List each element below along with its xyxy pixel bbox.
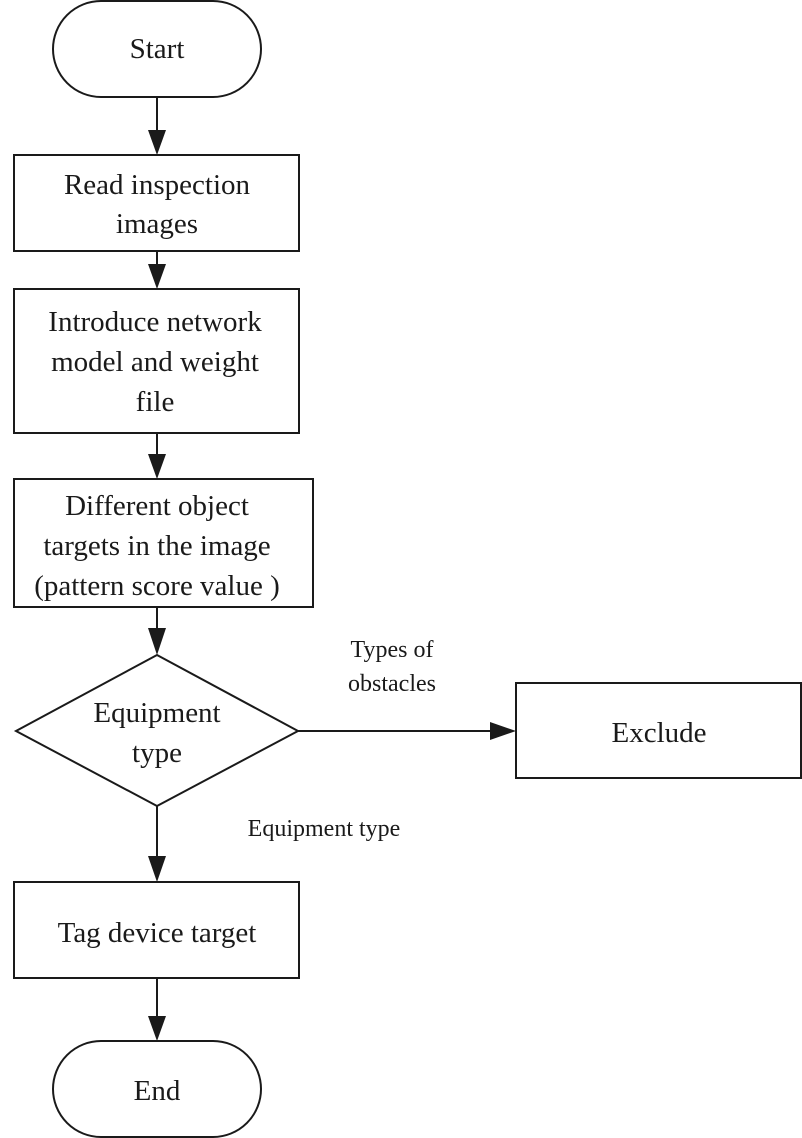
start-terminator <box>52 0 262 98</box>
detect-targets-label-line-3: (pattern score value ) <box>34 570 280 602</box>
decision-label-line-1: Equipment <box>93 697 220 729</box>
read-images-label-line-2: images <box>116 208 198 240</box>
edge-labels: Types of obstacles Equipment type <box>248 637 436 842</box>
arrowhead-detect-to-decision <box>148 628 166 655</box>
introduce-model-label-line-1: Introduce network <box>48 306 262 338</box>
decision-label-line-2: type <box>132 737 182 769</box>
read-images-label-line-1: Read inspection <box>64 169 251 201</box>
end-terminator <box>52 1040 262 1138</box>
tag-device-box <box>13 881 300 979</box>
decision-diamond <box>13 653 301 808</box>
arrowhead-decision-to-exclude <box>490 722 516 740</box>
arrowhead-read-to-introduce <box>148 264 166 289</box>
arrowhead-start-to-read <box>148 130 166 155</box>
obstacles-edge-label-line-1: Types of <box>351 637 434 663</box>
introduce-model-label-line-2: model and weight <box>51 346 259 378</box>
detect-targets-box <box>13 478 314 608</box>
connectors <box>148 97 516 1041</box>
start-label: Start <box>130 33 185 65</box>
equipment-type-decision: Equipment type <box>13 653 301 808</box>
tag-device-node: Tag device target <box>13 881 300 979</box>
arrowhead-decision-to-tag <box>148 856 166 882</box>
equipment-edge-label: Equipment type <box>248 816 401 842</box>
read-images-node: Read inspection images <box>13 154 300 252</box>
end-label: End <box>134 1075 181 1107</box>
obstacles-edge-label-line-2: obstacles <box>348 671 436 697</box>
exclude-box <box>515 682 802 779</box>
arrowhead-tag-to-end <box>148 1016 166 1041</box>
detect-targets-label-line-1: Different object <box>65 490 249 522</box>
introduce-model-node: Introduce network model and weight file <box>13 288 300 434</box>
exclude-node: Exclude <box>515 682 802 779</box>
arrowhead-introduce-to-detect <box>148 454 166 479</box>
start-node: Start <box>52 0 262 98</box>
exclude-label: Exclude <box>611 717 706 749</box>
tag-device-label: Tag device target <box>58 917 257 949</box>
end-node: End <box>52 1040 262 1138</box>
detect-targets-label-line-2: targets in the image <box>43 530 270 562</box>
introduce-model-label-line-3: file <box>136 386 175 418</box>
detect-targets-node: Different object targets in the image (p… <box>13 478 314 608</box>
read-images-box <box>13 154 300 252</box>
introduce-model-box <box>13 288 300 434</box>
